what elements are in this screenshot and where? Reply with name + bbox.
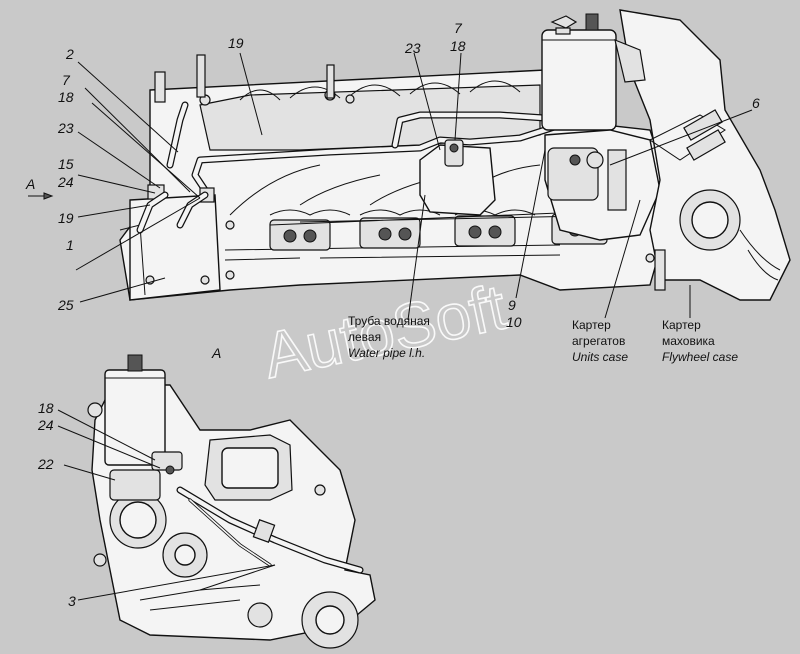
callout-numbers: 19 2 7 18 23 15 24 A 19 1 25 23 7 18 6 9… [25,20,760,609]
oil-filter [541,13,617,131]
callout-7-mid: 7 [454,20,463,36]
callout-6: 6 [752,95,760,111]
callout-24-left: 24 [57,174,74,190]
flywheel-case-caption-en: Flywheel case [662,350,738,364]
callout-18-mid: 18 [450,38,466,54]
front-housing [129,194,221,301]
callout-3: 3 [68,593,76,609]
units-case-caption-en: Units case [572,350,628,364]
callout-23-mid: 23 [404,40,421,56]
leader-lines [28,52,753,601]
callout-1: 1 [66,237,74,253]
units-case-caption-ru-2: агрегатов [572,334,625,348]
front-oil-filter [104,369,166,466]
callout-22: 22 [37,456,54,472]
front-view-a [87,354,376,649]
water-pipe-caption-en: Water pipe l.h. [348,346,425,360]
callout-10: 10 [506,314,522,330]
flywheel-case-caption-ru-1: Картер [662,318,701,332]
units-case-caption-ru-1: Картер [572,318,611,332]
watermark: AutoSoft [257,270,512,392]
flywheel-case-caption-ru-2: маховика [662,334,715,348]
view-arrow-label: A [25,176,35,192]
callout-7-left: 7 [62,72,71,88]
callout-24-bottom: 24 [37,417,54,433]
callout-18-bottom: 18 [38,400,54,416]
callout-19-left: 19 [58,210,74,226]
callout-9: 9 [508,297,516,313]
callout-25: 25 [57,297,74,313]
engine-side-view [119,9,791,301]
water-pipe-caption-ru-2: левая [348,330,381,344]
callout-2: 2 [65,46,74,62]
water-pipe-caption-ru-1: Труба водяная [348,314,430,328]
callout-18-left: 18 [58,89,74,105]
callout-19-top: 19 [228,35,244,51]
view-a-label: A [211,345,221,361]
flywheel-case [619,9,791,301]
captions: Труба водяная левая Water pipe l.h. Карт… [348,314,738,364]
callout-23-left: 23 [57,120,74,136]
callout-15: 15 [58,156,74,172]
